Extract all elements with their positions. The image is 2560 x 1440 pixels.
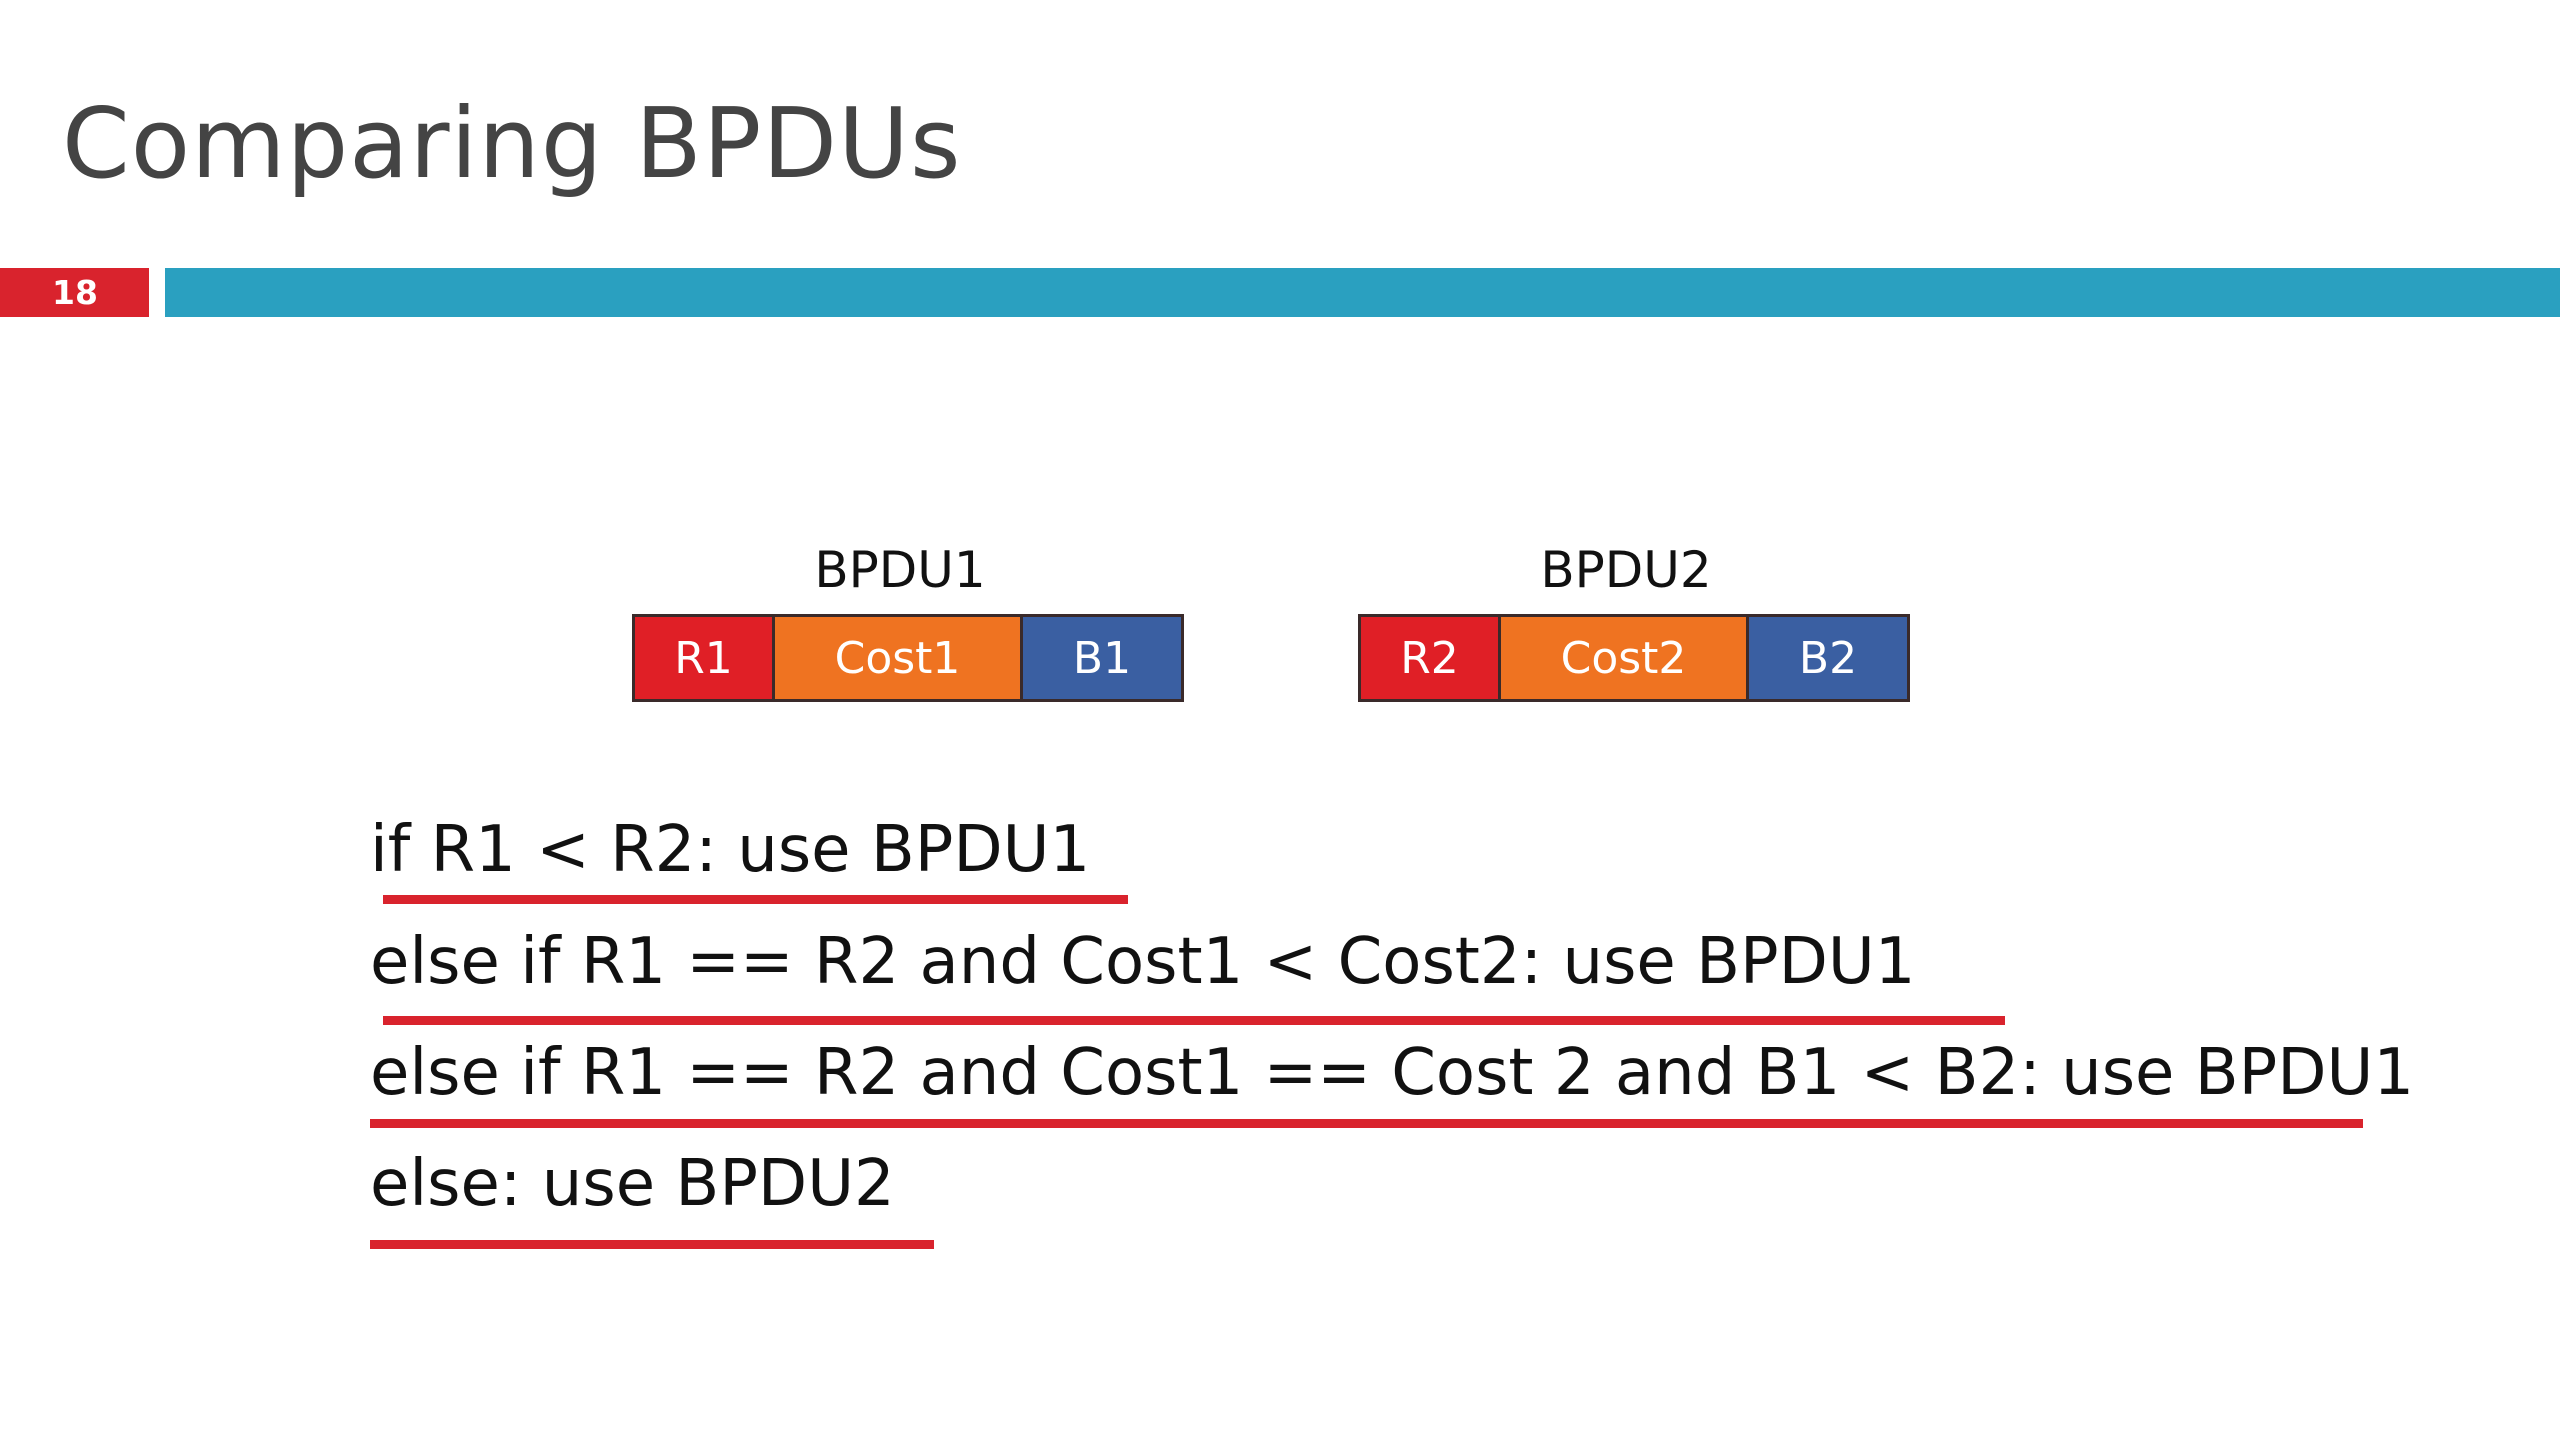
bpdu2-box: R2 Cost2 B2	[1358, 614, 1910, 702]
rule-line-3: else if R1 == R2 and Cost1 == Cost 2 and…	[370, 1036, 2415, 1110]
bpdu2-label: BPDU2	[1540, 541, 1712, 599]
bpdu1-cost-field: Cost1	[775, 617, 1023, 699]
rule-line-4: else: use BPDU2	[370, 1147, 895, 1221]
rule-line-2: else if R1 == R2 and Cost1 < Cost2: use …	[370, 925, 1916, 999]
slide-title: Comparing BPDUs	[62, 87, 962, 200]
bpdu1-label: BPDU1	[814, 541, 986, 599]
rule-underline-3	[370, 1119, 2363, 1128]
title-divider-bar	[165, 268, 2560, 317]
slide-number: 18	[52, 273, 98, 312]
rule-underline-4	[370, 1240, 934, 1249]
rule-underline-1	[383, 895, 1128, 904]
bpdu2-root-field: R2	[1361, 617, 1501, 699]
bpdu2-bridge-field: B2	[1749, 617, 1907, 699]
rule-line-1: if R1 < R2: use BPDU1	[370, 813, 1091, 887]
rule-underline-2	[383, 1016, 2005, 1025]
bpdu1-bridge-field: B1	[1023, 617, 1181, 699]
bpdu1-box: R1 Cost1 B1	[632, 614, 1184, 702]
slide-number-badge	[0, 268, 149, 317]
bpdu2-cost-field: Cost2	[1501, 617, 1749, 699]
bpdu1-root-field: R1	[635, 617, 775, 699]
